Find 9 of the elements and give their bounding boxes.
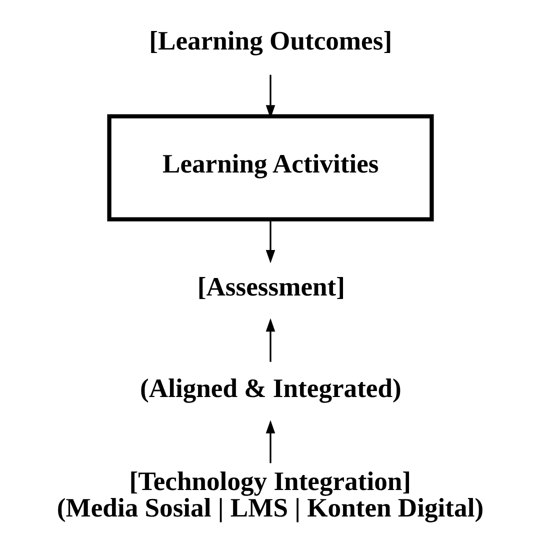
arrow — [266, 420, 276, 464]
node-box: Learning Activities — [107, 114, 434, 222]
arrow — [266, 318, 276, 362]
node-text: [Assessment] — [197, 271, 346, 302]
node-text: [Learning Outcomes] — [149, 25, 392, 56]
node-text: [Technology Integration] (Media Sosial | LMS | Konten Digital) — [56, 466, 484, 522]
arrow — [266, 74, 276, 118]
node-text: (Aligned & Integrated) — [140, 372, 402, 403]
arrow — [266, 220, 276, 264]
